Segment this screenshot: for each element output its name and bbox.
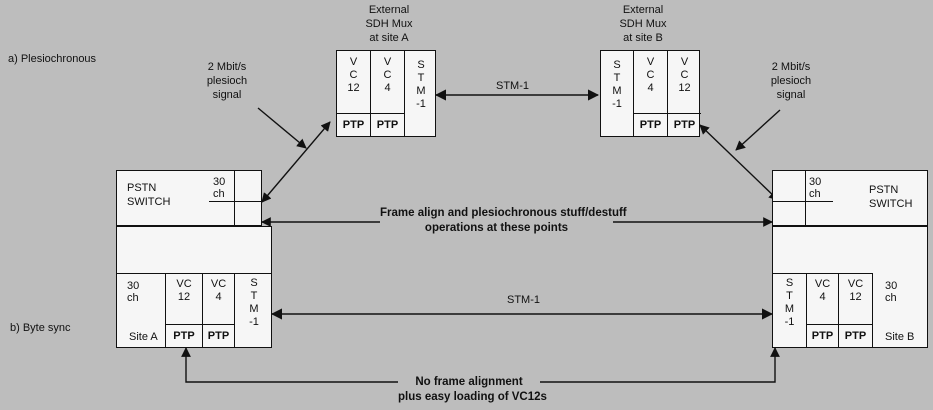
site-a-label: Site A [129,331,158,343]
no-frame-arrow-right [540,347,780,383]
no-frame-arrow-left [181,347,398,383]
frame-align-note: Frame align and plesiochronous stuff/des… [380,207,627,234]
link-switch-b-mux-b [699,124,779,201]
stm1-bottom-label: STM-1 [507,294,540,306]
plesiochronous-title: a) Plesiochronous [8,53,97,65]
signal-right-arrow [735,109,781,151]
byte-sync-title: b) Byte sync [10,322,71,334]
signal-left-arrow [257,107,307,149]
link-switch-a-mux-a [261,121,331,203]
stm1-top-label: STM-1 [496,80,529,92]
site-b-label: Site B [885,331,915,343]
